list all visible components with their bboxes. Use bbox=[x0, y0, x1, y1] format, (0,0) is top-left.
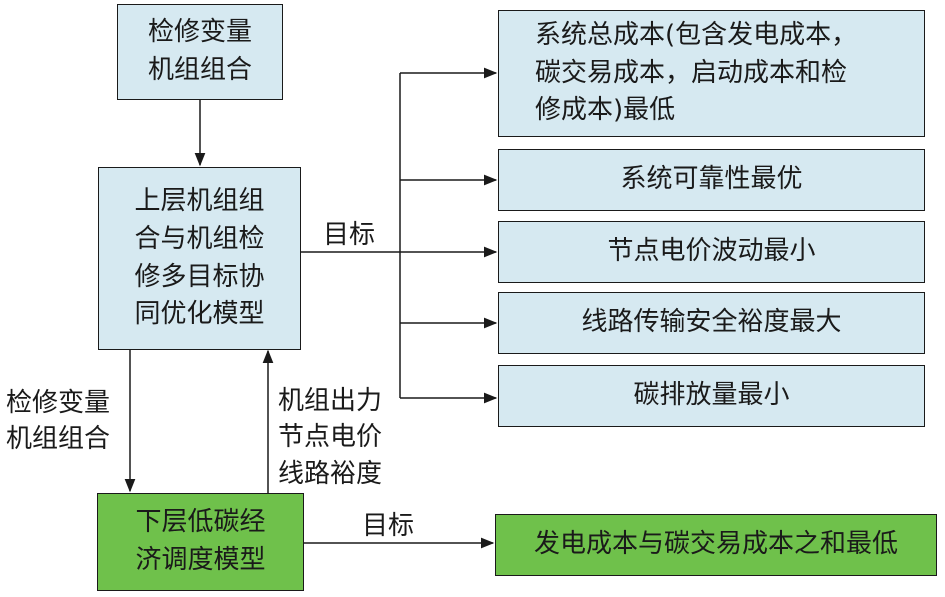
lower-model-box: 下层低碳经 济调度模型 bbox=[97, 493, 304, 591]
objective-reliability-box: 系统可靠性最优 bbox=[498, 149, 925, 211]
lower-goal-label: 目标 bbox=[362, 511, 415, 541]
upper-model-box: 上层机组组 合与机组检 修多目标协 同优化模型 bbox=[98, 167, 301, 350]
up-flow-label: 机组出力 节点电价 线路裕度 bbox=[278, 386, 383, 489]
objective-carbon-box: 碳排放量最小 bbox=[498, 365, 925, 427]
lower-objective-box: 发电成本与碳交易成本之和最低 bbox=[495, 514, 937, 576]
objective-price-box: 节点电价波动最小 bbox=[498, 221, 925, 283]
top-input-box: 检修变量 机组组合 bbox=[117, 4, 283, 100]
upper-goal-label: 目标 bbox=[323, 220, 376, 250]
objective-line-margin-box: 线路传输安全裕度最大 bbox=[498, 292, 925, 354]
down-flow-label: 检修变量 机组组合 bbox=[6, 388, 111, 455]
objective-total-cost-box: 系统总成本(包含发电成本， 碳交易成本，启动成本和检 修成本)最低 bbox=[498, 10, 925, 137]
